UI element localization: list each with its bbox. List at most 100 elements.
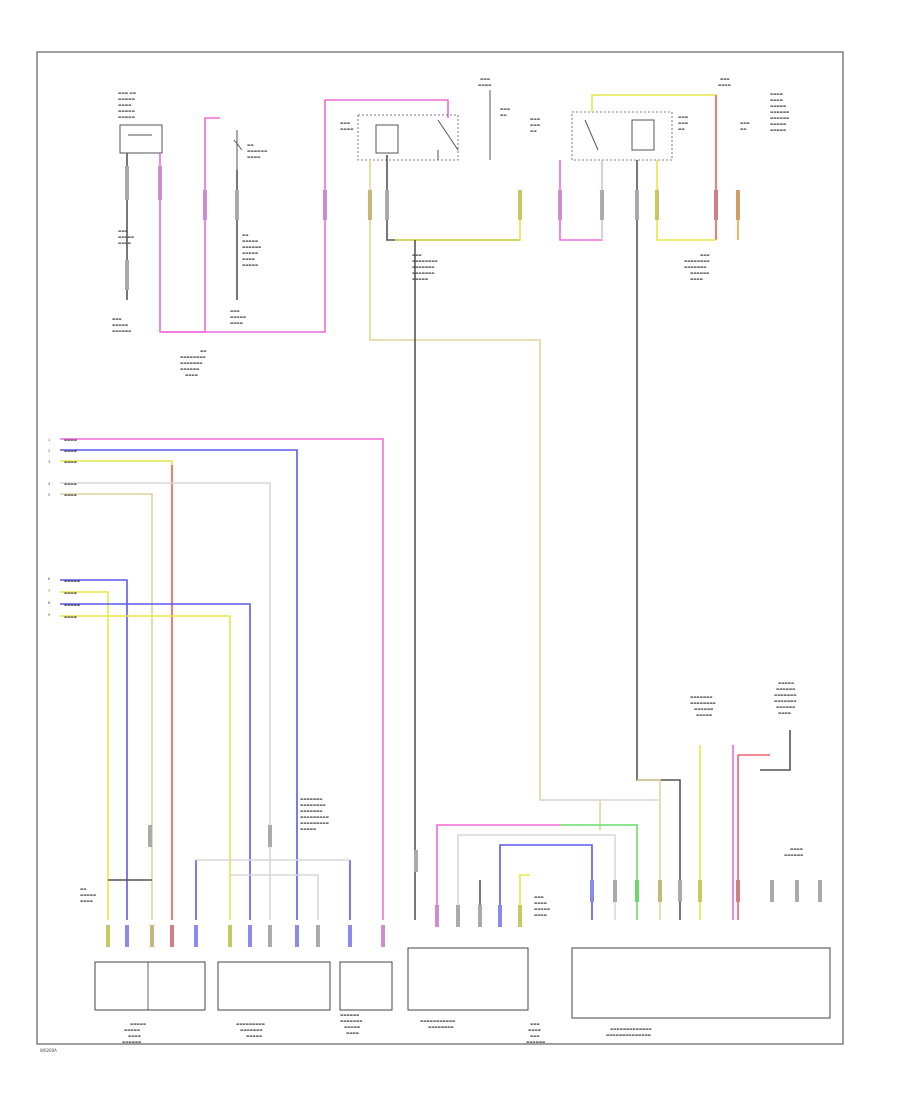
svg-text:▬▬▬: ▬▬▬ [678, 115, 689, 119]
svg-text:▬▬▬▬▬: ▬▬▬▬▬ [118, 97, 136, 101]
svg-text:▬▬▬▬: ▬▬▬▬ [718, 83, 731, 87]
svg-text:▬▬▬▬▬: ▬▬▬▬▬ [118, 109, 136, 113]
diagram-frame [36, 51, 844, 1045]
svg-text:▬▬▬▬▬: ▬▬▬▬▬ [64, 579, 80, 583]
wire-tan-2 [637, 779, 661, 920]
connector-c15 [736, 190, 740, 220]
svg-text:▬▬▬: ▬▬▬ [230, 309, 240, 313]
svg-text:▬▬▬▬▬: ▬▬▬▬▬ [64, 603, 80, 607]
ride-height-sensor-rear [217, 961, 331, 1011]
svg-text:▬▬▬▬▬: ▬▬▬▬▬ [230, 315, 246, 319]
svg-text:▬▬▬▬▬: ▬▬▬▬▬ [246, 1034, 262, 1038]
svg-text:▬▬▬▬▬▬: ▬▬▬▬▬▬ [340, 1013, 359, 1017]
svg-text:▬▬: ▬▬ [247, 143, 254, 147]
svg-text:▬▬▬▬: ▬▬▬▬ [64, 615, 77, 619]
svg-text:▬▬▬▬▬▬: ▬▬▬▬▬▬ [694, 707, 713, 711]
svg-text:▬▬▬: ▬▬▬ [530, 123, 541, 127]
svg-text:▬▬▬▬▬▬: ▬▬▬▬▬▬ [122, 1040, 141, 1044]
label-ground-1: ▬▬▬▬▬▬▬▬▬▬▬▬ ▬▬▬▬▬▬▬▬▬▬▬▬▬▬ [112, 229, 134, 333]
svg-text:▬▬▬▬: ▬▬▬▬ [478, 83, 492, 87]
bus-wire-labels: ▬▬▬▬▬▬▬▬▬▬▬▬ ▬▬▬▬▬▬▬▬ ▬▬▬▬▬▬▬▬▬▬▬▬▬▬▬▬▬▬… [64, 438, 329, 903]
connector-c5 [203, 190, 207, 220]
bus-blue-2 [60, 579, 128, 920]
svg-text:8: 8 [48, 601, 50, 605]
svg-text:▬▬▬▬▬▬: ▬▬▬▬▬▬ [690, 271, 709, 275]
svg-text:▬▬▬▬▬: ▬▬▬▬▬ [300, 827, 316, 831]
svg-text:▬▬▬▬▬▬: ▬▬▬▬▬▬ [180, 367, 199, 371]
svg-text:▬▬▬: ▬▬▬ [412, 253, 422, 257]
svg-text:▬▬▬▬▬: ▬▬▬▬▬ [124, 1028, 140, 1032]
svg-text:6: 6 [48, 577, 50, 581]
svg-text:▬▬▬▬: ▬▬▬▬ [790, 847, 803, 851]
svg-text:▬▬▬▬▬: ▬▬▬▬▬ [242, 251, 258, 255]
svg-text:▬▬▬▬: ▬▬▬▬ [64, 493, 77, 497]
connector-c14 [714, 190, 718, 220]
wire-pink-4 [436, 824, 560, 920]
svg-text:▬▬: ▬▬ [500, 113, 507, 117]
svg-text:▬▬▬▬▬▬▬: ▬▬▬▬▬▬▬ [690, 695, 712, 699]
svg-text:▬▬▬▬▬▬▬▬▬▬▬▬▬: ▬▬▬▬▬▬▬▬▬▬▬▬▬ [610, 1027, 652, 1031]
svg-text:▬▬▬▬▬: ▬▬▬▬▬ [534, 907, 550, 911]
svg-text:2: 2 [48, 449, 50, 453]
svg-text:3: 3 [48, 460, 50, 464]
svg-text:7: 7 [48, 589, 50, 593]
top-left-sensor: ▬▬▬ ▬▬ ▬▬▬▬▬ ▬▬▬▬ ▬▬▬▬▬ ▬▬▬▬▬ [118, 91, 163, 154]
svg-text:4: 4 [48, 482, 50, 486]
svg-text:▬▬▬▬: ▬▬▬▬ [128, 1034, 141, 1038]
solenoid-valve-block [407, 947, 529, 1011]
svg-text:▬▬▬▬▬▬▬: ▬▬▬▬▬▬▬ [684, 265, 706, 269]
bus-blue-1 [60, 449, 298, 920]
label-right-top: ▬▬▬▬▬▬▬ ▬▬▬▬▬▬▬▬▬▬▬▬▬▬▬▬▬▬▬▬▬▬▬▬▬▬▬▬▬▬▬▬… [684, 77, 789, 281]
svg-text:1: 1 [48, 438, 50, 442]
svg-text:▬▬▬: ▬▬▬ [530, 117, 541, 121]
svg-text:▬▬▬▬: ▬▬▬▬ [64, 591, 77, 595]
relay-compressor-right: ▬▬▬▬▬▬▬▬ [571, 111, 689, 161]
connector-c3 [125, 260, 129, 290]
svg-text:▬▬▬▬: ▬▬▬▬ [770, 98, 783, 102]
svg-text:▬▬▬▬▬▬▬▬: ▬▬▬▬▬▬▬▬ [428, 1025, 454, 1029]
bottom-left-captions: ▬▬▬▬▬▬▬▬▬▬▬▬▬▬▬▬▬▬▬▬ ▬▬▬▬▬▬▬▬▬▬▬▬▬▬▬▬▬▬▬… [122, 1013, 362, 1044]
svg-text:▬▬▬▬: ▬▬▬▬ [118, 103, 132, 107]
svg-text:▬▬▬▬▬: ▬▬▬▬▬ [118, 115, 136, 119]
svg-text:▬▬▬▬: ▬▬▬▬ [534, 913, 547, 917]
wire-yellow-3 [656, 160, 716, 241]
svg-text:▬▬▬: ▬▬▬ [500, 107, 511, 111]
connector-c10 [558, 190, 562, 220]
bus-tan-1 [60, 493, 153, 920]
svg-text:▬▬▬▬▬▬▬▬▬▬▬▬▬▬: ▬▬▬▬▬▬▬▬▬▬▬▬▬▬ [606, 1033, 651, 1037]
svg-text:▬▬▬▬▬▬▬: ▬▬▬▬▬▬▬ [412, 271, 434, 275]
svg-text:▬▬▬: ▬▬▬ [530, 1034, 540, 1038]
svg-text:▬▬▬: ▬▬▬ [678, 121, 689, 125]
wire-black-3 [386, 155, 520, 241]
svg-text:▬▬▬: ▬▬▬ [700, 253, 710, 257]
svg-text:▬▬▬▬▬▬: ▬▬▬▬▬▬ [242, 245, 261, 249]
svg-text:▬▬▬▬: ▬▬▬▬ [80, 899, 93, 903]
svg-text:▬▬▬: ▬▬▬ [534, 895, 544, 899]
connector-c8 [385, 190, 389, 220]
svg-text:▬▬▬▬▬▬▬▬: ▬▬▬▬▬▬▬▬ [180, 355, 206, 359]
bus-white-1 [60, 482, 271, 920]
svg-text:▬▬▬▬▬: ▬▬▬▬▬ [770, 104, 786, 108]
connector-c11 [600, 190, 604, 220]
svg-text:▬▬▬▬▬▬: ▬▬▬▬▬▬ [776, 705, 795, 709]
label-ground-2: ▬▬▬▬▬▬▬▬▬▬▬▬▬▬▬▬▬▬▬▬▬▬▬▬▬▬▬ ▬▬▬▬▬▬▬▬▬▬▬▬ [230, 233, 261, 325]
svg-text:▬▬▬▬: ▬▬▬▬ [242, 257, 255, 261]
connector-c7 [368, 190, 372, 220]
svg-text:▬▬▬▬▬: ▬▬▬▬▬ [80, 893, 96, 897]
svg-text:▬▬▬: ▬▬▬ [340, 121, 351, 125]
svg-text:▬▬▬▬▬▬▬: ▬▬▬▬▬▬▬ [774, 699, 796, 703]
bottom-right-captions: ▬▬▬▬▬▬▬▬▬▬▬▬▬▬▬▬▬▬▬ ▬▬▬▬▬▬▬▬▬▬▬▬▬▬▬▬ ▬▬▬… [420, 681, 803, 1044]
svg-text:▬▬▬▬▬▬▬: ▬▬▬▬▬▬▬ [340, 1019, 362, 1023]
svg-text:▬▬▬▬: ▬▬▬▬ [64, 460, 77, 464]
svg-text:▬▬▬▬: ▬▬▬▬ [64, 449, 77, 453]
svg-text:▬▬▬▬▬▬: ▬▬▬▬▬▬ [784, 853, 803, 857]
svg-text:▬▬▬: ▬▬▬ [118, 229, 128, 233]
svg-text:▬▬▬▬▬: ▬▬▬▬▬ [344, 1025, 360, 1029]
svg-text:▬▬▬▬: ▬▬▬▬ [340, 127, 354, 131]
wire-white-4 [230, 874, 319, 920]
bus-blue-3 [60, 603, 251, 920]
wire-yellow-1 [395, 195, 521, 241]
svg-text:▬▬▬▬: ▬▬▬▬ [778, 711, 791, 715]
connector-c1 [125, 166, 129, 200]
